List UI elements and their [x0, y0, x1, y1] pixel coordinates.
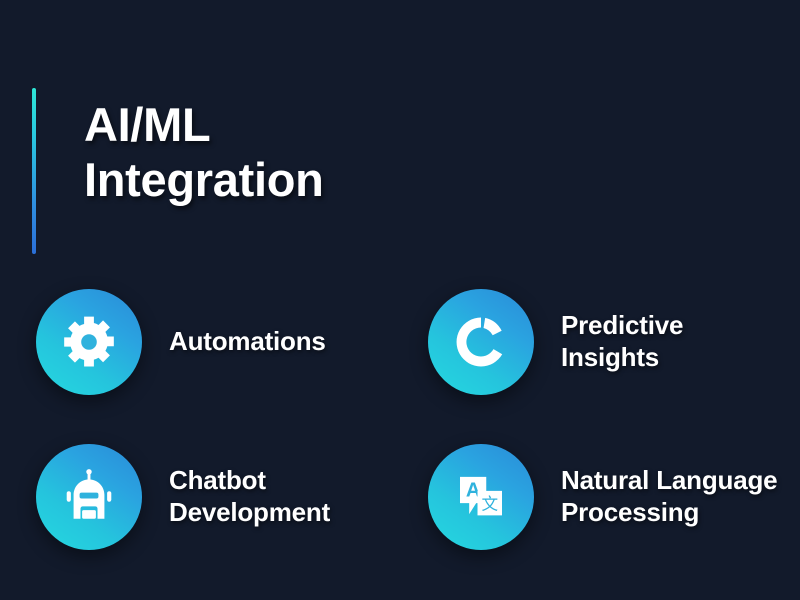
feature-label-line: Predictive	[561, 309, 684, 340]
donut-chart-icon	[452, 313, 510, 371]
robot-icon	[60, 468, 118, 526]
feature-item-automations[interactable]: Automations	[36, 264, 406, 419]
feature-label-natural-language-processing: Natural Language Processing	[561, 464, 778, 529]
title-line-2: Integration	[84, 152, 324, 206]
feature-item-predictive-insights[interactable]: Predictive Insights	[428, 264, 798, 419]
accent-bar	[32, 88, 36, 254]
feature-label-line: Development	[169, 496, 331, 527]
feature-item-natural-language-processing[interactable]: A 文 Natural Language Processing	[428, 419, 798, 574]
feature-grid: Automations Predictive Insights	[36, 264, 796, 574]
icon-circle-predictive-insights	[428, 288, 534, 395]
title-line-1: AI/ML	[84, 98, 211, 151]
feature-item-chatbot-development[interactable]: Chatbot Development	[36, 419, 406, 574]
feature-label-chatbot-development: Chatbot Development	[169, 465, 330, 529]
feature-label-line: Natural Language	[561, 464, 778, 495]
feature-label-line: Automations	[169, 325, 326, 356]
feature-label-line: Processing	[561, 496, 700, 527]
gear-icon	[60, 313, 118, 371]
icon-circle-natural-language-processing: A 文	[428, 443, 534, 550]
page-title: AI/ML Integration	[84, 88, 324, 207]
feature-label-predictive-insights: Predictive Insights	[561, 310, 683, 374]
title-block: AI/ML Integration	[32, 88, 324, 254]
feature-label-line: Chatbot	[169, 464, 266, 495]
svg-text:文: 文	[481, 494, 498, 513]
feature-label-automations: Automations	[169, 326, 326, 358]
translate-icon: A 文	[453, 469, 509, 525]
svg-text:A: A	[466, 479, 481, 501]
feature-label-line: Insights	[561, 341, 660, 372]
icon-circle-chatbot-development	[36, 443, 142, 550]
icon-circle-automations	[36, 288, 142, 395]
